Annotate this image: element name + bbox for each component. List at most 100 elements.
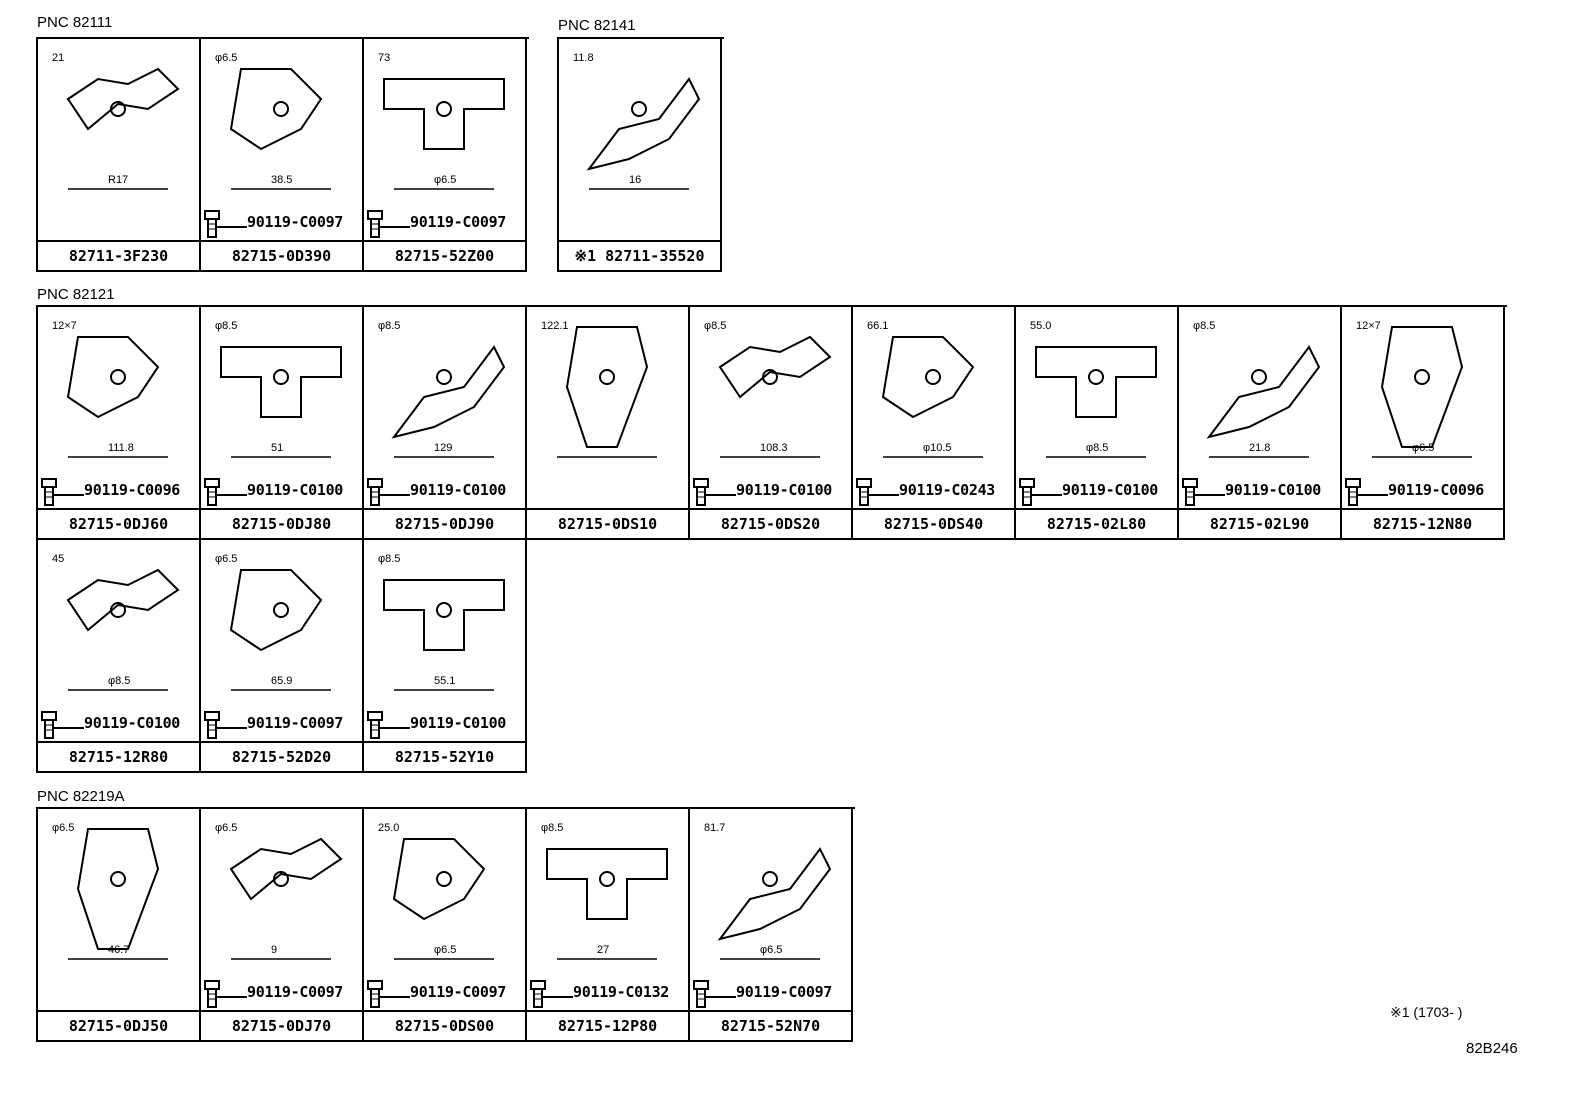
part-number[interactable]: 82715-0DS00	[364, 1010, 525, 1040]
bracket-outline	[1380, 326, 1464, 448]
mounting-hole	[436, 101, 452, 117]
part-number[interactable]: 82715-52Y10	[364, 741, 525, 771]
bracket-outline	[391, 345, 506, 439]
part-number[interactable]: 82715-0DS10	[527, 508, 688, 538]
mounting-hole	[273, 871, 289, 887]
bolt-part-number: 90119-C0132	[573, 983, 670, 1001]
part-number[interactable]: 82715-12P80	[527, 1010, 688, 1040]
bolt-row: 90119-C0100	[366, 477, 525, 507]
bolt-part-number: 90119-C0096	[1388, 481, 1485, 499]
dimension-label: 55.0	[1030, 320, 1051, 332]
part-number[interactable]: 82715-52N70	[690, 1010, 851, 1040]
bracket-outline	[565, 326, 649, 448]
bolt-part-number: 90119-C0097	[410, 983, 507, 1001]
dimension-label: φ8.5	[378, 320, 400, 332]
bolt-part-number: 90119-C0100	[410, 714, 507, 732]
part-number[interactable]: 82715-0D390	[201, 240, 362, 270]
part-number[interactable]: 82715-0DS40	[853, 508, 1014, 538]
bolt-row: 90119-C0132	[529, 979, 688, 1009]
bolt-part-number: 90119-C0097	[247, 983, 344, 1001]
bolt-part-number: 90119-C0100	[247, 481, 344, 499]
bracket-outline	[392, 838, 486, 921]
part-number[interactable]: 82715-12N80	[1342, 508, 1503, 538]
bolt-part-number: 90119-C0097	[736, 983, 833, 1001]
part-number[interactable]: 82715-02L80	[1016, 508, 1177, 538]
dimension-label: φ6.5	[434, 174, 456, 186]
dimension-label: φ8.5	[1086, 442, 1108, 454]
dimension-label: φ6.5	[52, 822, 74, 834]
bracket-outline	[546, 848, 668, 920]
footnote: ※1 (1703- )	[1390, 1004, 1463, 1020]
part-number[interactable]: 82715-02L90	[1179, 508, 1340, 538]
bolt-row: 90119-C0100	[1018, 477, 1177, 507]
bracket-outline	[229, 837, 343, 901]
mounting-hole	[273, 602, 289, 618]
bracket-outline	[229, 569, 323, 652]
bolt-icon	[367, 980, 410, 1008]
dimension-label: φ8.5	[541, 822, 563, 834]
bolt-row: 90119-C0097	[366, 979, 525, 1009]
part-number[interactable]: 82715-0DJ70	[201, 1010, 362, 1040]
part-cell[interactable]: φ8.5 129 90119-C0100 82715-0DJ90	[364, 307, 527, 540]
part-number[interactable]: 82711-3F230	[38, 240, 199, 270]
part-number[interactable]: 82715-0DS20	[690, 508, 851, 538]
dimension-label: 12×7	[52, 320, 77, 332]
bracket-illustration: φ8.5 129	[364, 307, 525, 477]
bracket-outline	[1206, 345, 1321, 439]
mounting-hole	[436, 871, 452, 887]
dimension-label: 46.7	[108, 944, 129, 956]
pnc-label-82121: PNC 82121	[37, 286, 115, 303]
mounting-hole	[631, 101, 647, 117]
part-number[interactable]: 82715-12R80	[38, 741, 199, 771]
bolt-row: 90119-C0100	[1181, 477, 1340, 507]
bracket-outline	[220, 346, 342, 418]
dimension-label: 55.1	[434, 675, 455, 687]
bolt-icon	[41, 711, 84, 739]
part-number[interactable]: ※1 82711-35520	[559, 240, 720, 270]
part-number[interactable]: 82715-0DJ90	[364, 508, 525, 538]
bolt-part-number: 90119-C0100	[410, 481, 507, 499]
part-number[interactable]: 82715-0DJ60	[38, 508, 199, 538]
mounting-hole	[925, 369, 941, 385]
dimension-label: 65.9	[271, 675, 292, 687]
dimension-label: R17	[108, 174, 128, 186]
part-number[interactable]: 82715-52D20	[201, 741, 362, 771]
dimension-label: 108.3	[760, 442, 788, 454]
bracket-outline	[66, 67, 180, 131]
bolt-row: 90119-C0100	[366, 710, 525, 740]
part-cell[interactable]: φ6.5 46.7 82715-0DJ50	[38, 809, 201, 1042]
dimension-label: 129	[434, 442, 452, 454]
part-number[interactable]: 82715-0DJ50	[38, 1010, 199, 1040]
bolt-row: 90119-C0097	[692, 979, 851, 1009]
bolt-part-number: 90119-C0097	[247, 213, 344, 231]
part-number[interactable]: 82715-52Z00	[364, 240, 525, 270]
bolt-part-number: 90119-C0100	[736, 481, 833, 499]
part-number[interactable]: 82715-0DJ80	[201, 508, 362, 538]
